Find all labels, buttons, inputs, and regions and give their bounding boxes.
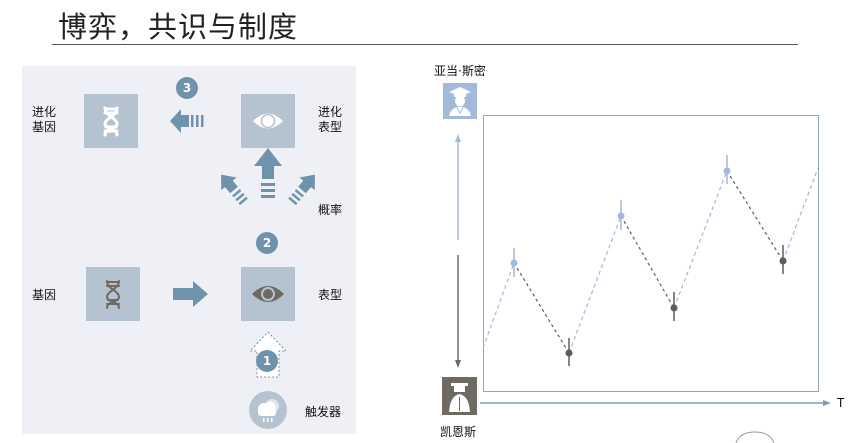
evolution-diagram-panel (22, 66, 356, 434)
label-trigger: 触发器 (305, 405, 342, 419)
gene-tile (86, 267, 140, 321)
time-axis-arrowhead-icon (823, 400, 831, 406)
arrow-left-icon (170, 109, 204, 133)
label-evolved-phenotype-line1: 进化 (318, 105, 343, 119)
label-keynes: 凯恩斯 (440, 425, 477, 439)
evolved-gene-tile (84, 94, 138, 148)
title-underline (52, 44, 798, 45)
rain-cloud-icon (258, 399, 279, 422)
label-evolved-phenotype: 进化 表型 (318, 105, 342, 135)
step-badge-3: 3 (176, 77, 198, 99)
x-axis-label: T (837, 396, 845, 410)
phenotype-tile (241, 267, 295, 321)
arrow-right-icon (173, 281, 208, 307)
step-badge-2: 2 (256, 232, 278, 254)
decorative-circle (735, 431, 775, 443)
label-evolved-gene: 进化 基因 (32, 105, 56, 135)
evolved-phenotype-tile (241, 94, 295, 148)
probability-arrows-icon (221, 148, 315, 206)
slide-title: 博弈，共识与制度 (58, 10, 299, 44)
label-gene: 基因 (32, 288, 57, 302)
dna-icon (103, 106, 119, 137)
eye-icon (253, 113, 283, 129)
adam-smith-avatar (443, 83, 477, 119)
label-evolved-gene-line1: 进化 (32, 105, 57, 119)
up-arrowhead-icon (455, 134, 461, 142)
judge-icon (449, 383, 470, 412)
down-arrowhead-icon (455, 360, 461, 368)
keynes-avatar (442, 377, 477, 415)
label-phenotype: 表型 (318, 288, 343, 302)
chart-plot-area (483, 115, 819, 392)
eye-icon (252, 286, 284, 302)
step-badge-1: 1 (256, 350, 278, 372)
label-probability: 概率 (318, 203, 343, 217)
label-evolved-phenotype-line2: 表型 (318, 120, 343, 134)
trigger-circle (249, 391, 287, 429)
graduate-icon (449, 87, 471, 116)
label-adam-smith: 亚当·斯密 (434, 64, 486, 78)
label-evolved-gene-line2: 基因 (32, 120, 57, 134)
dna-icon (105, 280, 121, 309)
